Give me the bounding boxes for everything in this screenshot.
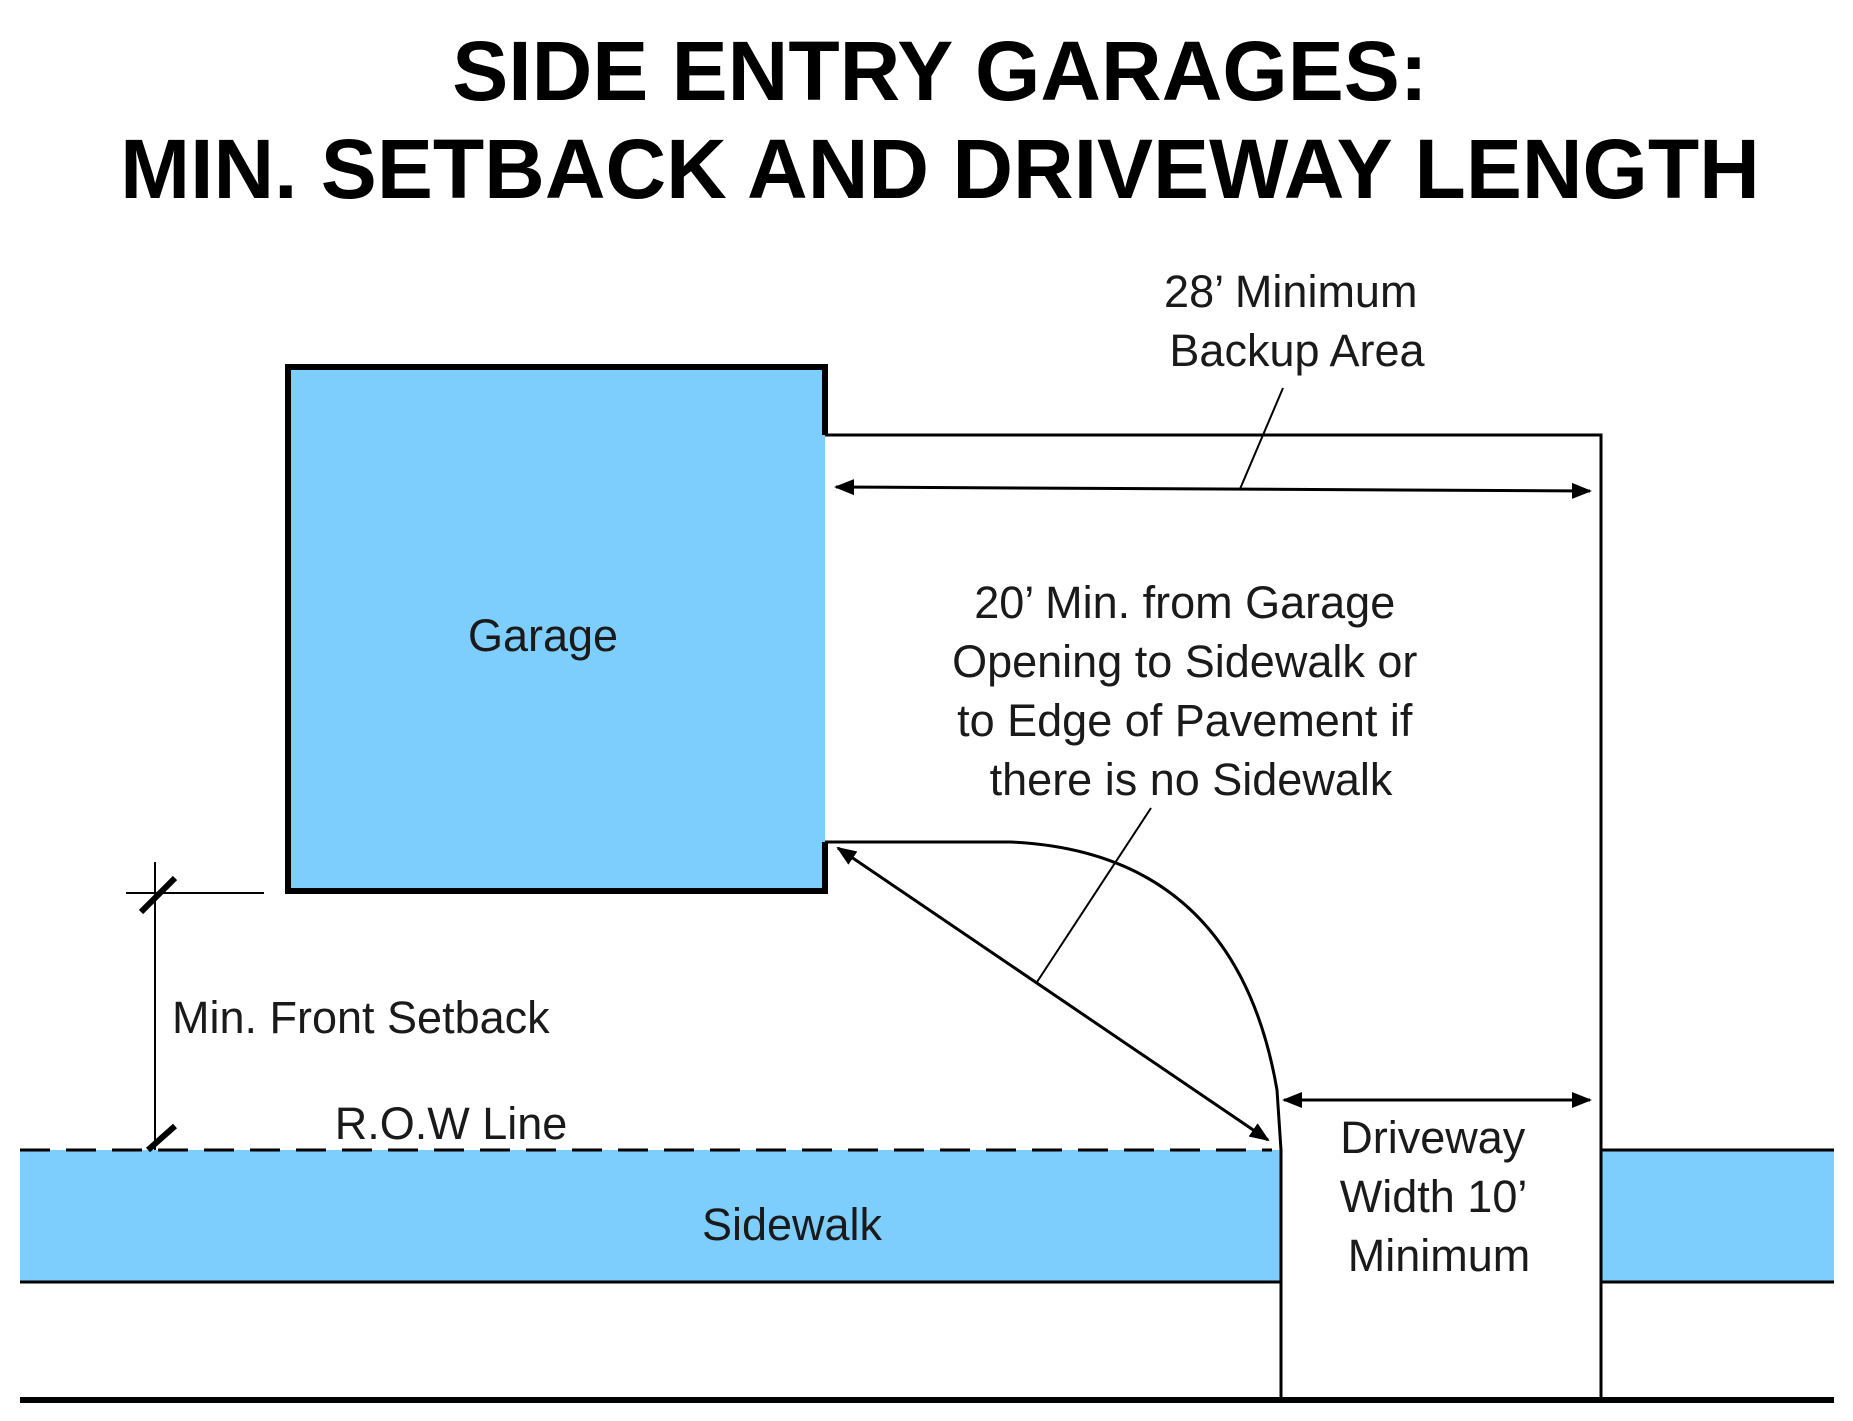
setback-tick-top [138,875,178,915]
front-setback-label: Min. Front Setback [172,992,550,1043]
setback-tick-bottom [146,1123,177,1153]
backup-area-leader [1239,387,1284,490]
garage-outline [285,364,828,894]
garage-label: Garage [468,610,618,661]
garage-to-sidewalk-label-line: Opening to Sidewalk or [952,636,1417,687]
driveway-width-label-line: Driveway [1340,1112,1526,1163]
driveway-curve-edge [825,840,1283,1400]
sidewalk-label: Sidewalk [702,1199,883,1250]
backup-area-label-line: Backup Area [1169,325,1425,376]
garage-to-sidewalk-label-line: there is no Sidewalk [990,754,1393,805]
sidewalk-band-right [1601,1150,1834,1282]
backup-area-dimension-arrow [834,479,1592,499]
driveway-backup-area-outline [825,433,1603,1400]
garage-to-sidewalk-label: 20’ Min. from Garage Opening to Sidewalk… [952,577,1430,805]
garage-to-sidewalk-label-line: to Edge of Pavement if [957,695,1413,746]
driveway-width-label: Driveway Width 10’ Minimum [1340,1112,1538,1281]
driveway-width-label-line: Width 10’ [1340,1171,1526,1222]
garage-to-sidewalk-leader [1036,807,1152,983]
title-line-1: SIDE ENTRY GARAGES: [452,24,1427,118]
title-line-2: MIN. SETBACK AND DRIVEWAY LENGTH [120,122,1760,216]
row-line-label: R.O.W Line [335,1098,568,1149]
garage-block [288,367,825,891]
backup-area-label-line: 28’ Minimum [1164,266,1417,317]
garage-to-sidewalk-dimension-arrow [836,846,1270,1142]
backup-area-label: 28’ Minimum Backup Area [1164,266,1430,376]
sidewalk-band-left [20,1150,1281,1282]
garage-to-sidewalk-label-line: 20’ Min. from Garage [974,577,1395,628]
driveway-width-label-line: Minimum [1348,1230,1531,1281]
